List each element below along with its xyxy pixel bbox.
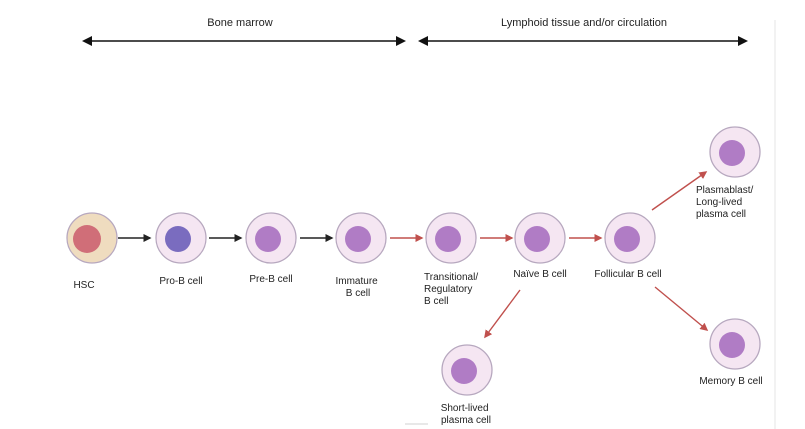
cell-naive-b bbox=[514, 212, 566, 264]
transition-arrows bbox=[118, 171, 709, 339]
label-transitional-b-line1: Transitional/ bbox=[424, 272, 478, 283]
label-plasmablast-line2: Long-lived bbox=[696, 197, 742, 208]
pro-b-nucleus bbox=[165, 226, 191, 252]
label-immature-b-line2: B cell bbox=[346, 288, 370, 299]
label-short-lived-plasma: Short-lived plasma cell bbox=[441, 403, 492, 426]
label-transitional-b: Transitional/ Regulatory B cell bbox=[424, 272, 481, 307]
follicular-b-nucleus bbox=[614, 226, 640, 252]
label-short-lived-plasma-line2: plasma cell bbox=[441, 415, 491, 426]
label-hsc: HSC bbox=[73, 280, 94, 291]
label-pre-b: Pre-B cell bbox=[249, 274, 292, 285]
label-pro-b: Pro-B cell bbox=[159, 276, 202, 287]
cell-hsc bbox=[66, 212, 118, 264]
region-label-bone-marrow: Bone marrow bbox=[207, 17, 272, 29]
cell-pre-b bbox=[245, 212, 297, 264]
arrow-follicular-to-memory bbox=[654, 286, 709, 331]
cell-transitional-b bbox=[425, 212, 477, 264]
label-memory-b: Memory B cell bbox=[699, 376, 762, 387]
immature-b-nucleus bbox=[345, 226, 371, 252]
arrow-naive-to-short-lived bbox=[484, 289, 521, 339]
cell-plasmablast bbox=[709, 126, 761, 178]
label-short-lived-plasma-line1: Short-lived bbox=[441, 403, 489, 414]
naive-b-nucleus bbox=[524, 226, 550, 252]
plasmablast-nucleus bbox=[719, 140, 745, 166]
label-plasmablast-line1: Plasmablast/ bbox=[696, 185, 753, 196]
transitional-b-nucleus bbox=[435, 226, 461, 252]
cell-pro-b bbox=[155, 212, 207, 264]
label-plasmablast-line3: plasma cell bbox=[696, 209, 746, 220]
region-arrow-lymphoid-tissue bbox=[418, 36, 748, 46]
region-arrow-bone-marrow bbox=[82, 36, 406, 46]
cell-memory-b bbox=[709, 318, 761, 370]
label-transitional-b-line3: B cell bbox=[424, 296, 448, 307]
label-immature-b-line1: Immature bbox=[335, 276, 378, 287]
label-naive-b: Naïve B cell bbox=[513, 269, 566, 280]
memory-b-nucleus bbox=[719, 332, 745, 358]
cell-immature-b bbox=[335, 212, 387, 264]
short-lived-plasma-nucleus bbox=[451, 358, 477, 384]
cell-short-lived-plasma bbox=[441, 344, 493, 396]
label-transitional-b-line2: Regulatory bbox=[424, 284, 472, 295]
region-label-lymphoid-tissue: Lymphoid tissue and/or circulation bbox=[501, 17, 667, 29]
label-plasmablast: Plasmablast/ Long-lived plasma cell bbox=[696, 185, 756, 220]
hsc-nucleus bbox=[73, 225, 101, 253]
pre-b-nucleus bbox=[255, 226, 281, 252]
cell-follicular-b bbox=[604, 212, 656, 264]
label-follicular-b: Follicular B cell bbox=[594, 269, 661, 280]
label-immature-b: Immature B cell bbox=[335, 276, 380, 299]
arrow-follicular-to-plasmablast bbox=[651, 171, 708, 211]
